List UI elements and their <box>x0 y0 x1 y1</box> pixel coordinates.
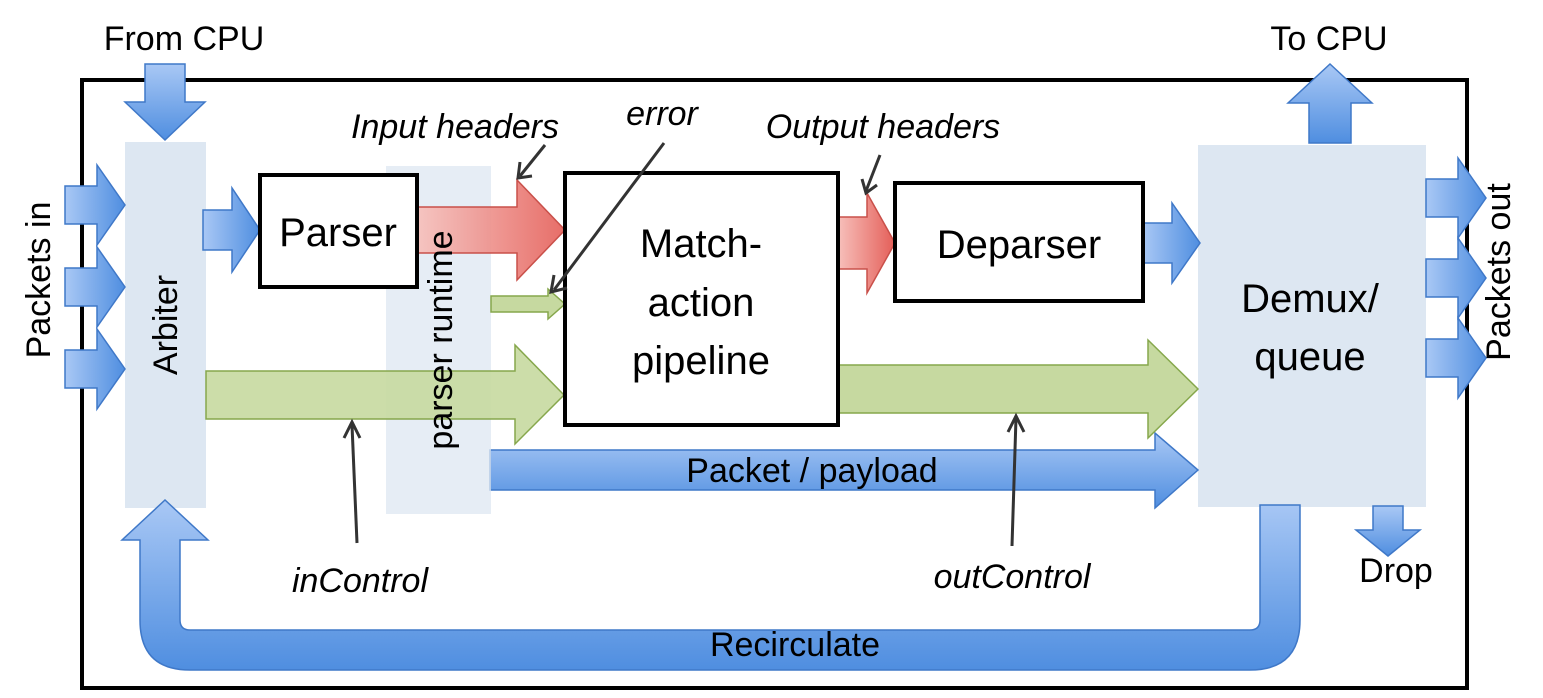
from-cpu-arrow <box>123 63 207 142</box>
drop-arrow <box>1353 505 1423 557</box>
packet-out-arrow <box>1425 235 1487 321</box>
output-headers-callout <box>864 154 882 192</box>
demux-queue-panel <box>1198 145 1426 507</box>
drop-label: Drop <box>1359 552 1433 590</box>
packet-out-arrow <box>1425 155 1487 241</box>
match-action-label-line2: action <box>648 281 755 325</box>
input-headers-label: Input headers <box>351 108 559 146</box>
packet-payload-arrow <box>489 431 1200 510</box>
recirculate-label: Recirculate <box>710 626 880 664</box>
match-action-label-line3: pipeline <box>632 339 770 383</box>
input-headers-callout <box>518 144 547 177</box>
input-headers-callout-head <box>516 161 533 180</box>
recirculate-arrow <box>120 498 1301 671</box>
out-control-callout <box>1010 417 1018 547</box>
packet-in-arrow <box>64 162 126 248</box>
parser-label: Parser <box>279 211 397 255</box>
deparser-to-demux-arrow <box>1142 200 1201 286</box>
to-cpu-label: To CPU <box>1270 20 1387 58</box>
error-callout-head <box>549 274 568 295</box>
from-cpu-label: From CPU <box>104 20 265 58</box>
in-control-label: inControl <box>292 562 430 600</box>
error-arrow <box>490 287 567 321</box>
deparser-label: Deparser <box>937 223 1102 267</box>
packets-in-label: Packets in <box>20 202 58 359</box>
packet-in-arrow <box>64 326 126 412</box>
output-headers-label: Output headers <box>766 108 1000 146</box>
output-headers-callout-head <box>860 178 878 196</box>
arbiter-panel <box>125 142 206 508</box>
output-headers-arrow <box>837 190 896 296</box>
deparser-box <box>893 181 1145 303</box>
packets-out-label: Packets out <box>1480 183 1518 361</box>
error-callout <box>552 142 666 291</box>
parser-runtime-label: parser runtime <box>422 230 460 449</box>
packet-out-arrow <box>1425 315 1487 401</box>
packet-payload-label: Packet / payload <box>686 452 937 490</box>
demux-label-line1: Demux/ <box>1241 277 1380 321</box>
error-label: error <box>626 95 699 133</box>
to-cpu-arrow <box>1286 62 1374 144</box>
out-control-label: outControl <box>934 558 1092 596</box>
parser-box <box>258 173 419 289</box>
in-control-callout <box>350 424 359 544</box>
out-control-arrow <box>836 338 1200 440</box>
packet-in-arrow <box>64 244 126 330</box>
input-headers-arrow <box>417 178 567 282</box>
match-action-label-line1: Match- <box>640 222 762 266</box>
in-control-arrow <box>205 343 566 446</box>
match-action-pipeline-box <box>563 171 840 427</box>
out-control-callout-head <box>1006 412 1026 433</box>
in-control-callout-head <box>342 418 362 439</box>
arbiter-to-parser-arrow <box>202 185 261 275</box>
arbiter-label: Arbiter <box>147 275 185 375</box>
demux-label-line2: queue <box>1254 335 1365 379</box>
